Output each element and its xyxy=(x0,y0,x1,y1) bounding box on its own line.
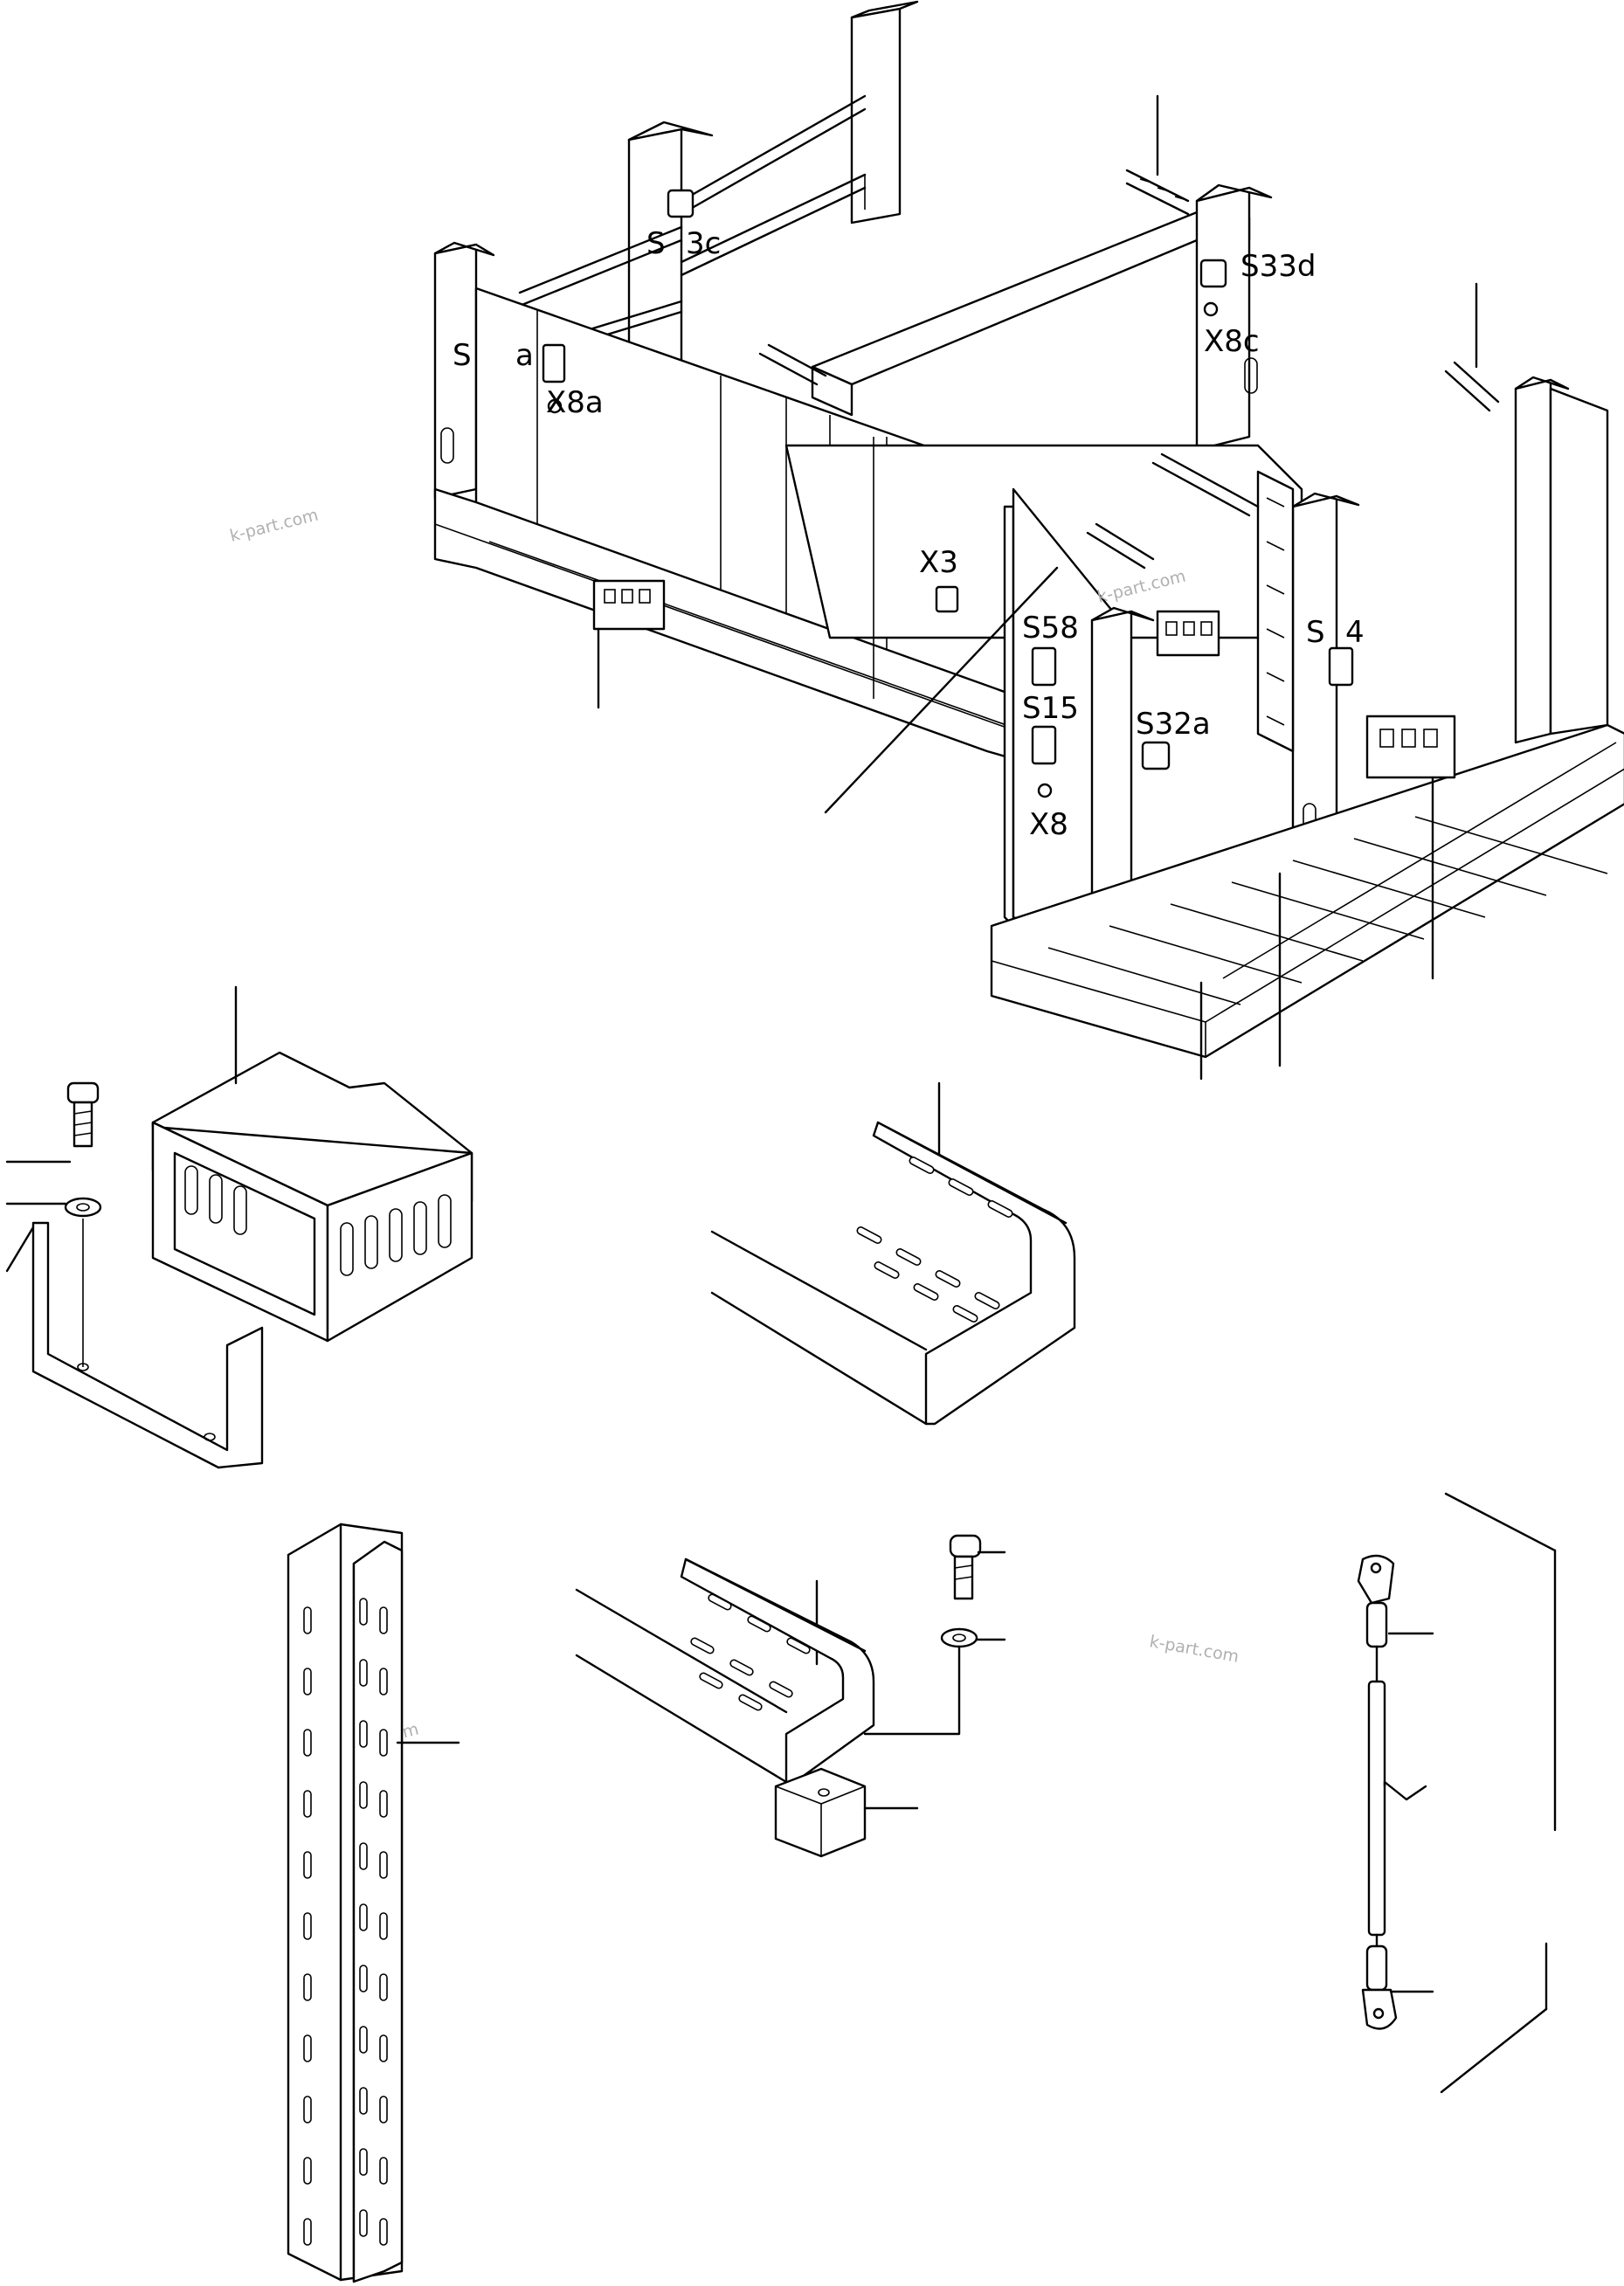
cable-bracket-center xyxy=(1086,522,1155,570)
bolt-icon xyxy=(66,1081,100,1104)
label-x8a: X8a xyxy=(546,385,604,420)
cable-lug-top xyxy=(1357,1554,1395,1605)
socket-x8 xyxy=(1037,783,1053,798)
cable-bracket-mid xyxy=(758,343,827,386)
socket-x8a xyxy=(547,398,563,414)
switch-s32a xyxy=(1141,741,1171,770)
switch-s33d xyxy=(1199,259,1227,288)
connector-block-mid xyxy=(1156,610,1220,657)
watermark: k-part.com xyxy=(228,505,321,545)
connector-block-right xyxy=(1365,715,1456,779)
label-x8: X8 xyxy=(1029,807,1068,842)
u-bracket xyxy=(31,1221,264,1469)
switch-s15 xyxy=(1031,725,1057,765)
label-s33d: S33d xyxy=(1240,249,1316,284)
ground-cable-assembly xyxy=(1357,1492,1557,2094)
mounting-hardware-left xyxy=(5,1081,264,1469)
cable-duct-box xyxy=(151,985,473,1343)
label-s4-letter: S xyxy=(1306,615,1325,650)
label-s32a: S32a xyxy=(1136,707,1211,742)
switch-s58 xyxy=(1031,646,1057,687)
switch-s3c xyxy=(667,189,695,218)
connector-block-left xyxy=(592,579,666,631)
cable-tray-channel xyxy=(710,1081,1076,1426)
tray-bracket-assembly xyxy=(575,1534,1006,1858)
label-s3c-letter: S xyxy=(646,226,666,261)
bolt-icon xyxy=(949,1534,982,1558)
watermark: k-part.com xyxy=(1148,1632,1240,1667)
label-s3c-number: 3c xyxy=(686,226,721,261)
mounting-block xyxy=(774,1767,867,1858)
cable-bracket-top-right xyxy=(1125,169,1190,216)
cable-bracket-far-right xyxy=(1444,361,1500,412)
label-s58: S58 xyxy=(1022,611,1079,646)
label-sa-letter: S xyxy=(453,338,472,373)
label-x8c: X8c xyxy=(1204,324,1260,359)
slotted-vertical-rail xyxy=(287,1523,460,2283)
switch-sa xyxy=(542,343,566,383)
label-s4-number: 4 xyxy=(1345,615,1365,650)
washer-icon xyxy=(940,1627,978,1648)
label-sa-suffix: a xyxy=(515,338,534,373)
frame-assembly xyxy=(433,0,1624,1081)
socket-x8c xyxy=(1203,301,1219,317)
cable-bracket-right xyxy=(1151,452,1260,517)
label-x3: X3 xyxy=(919,545,958,580)
switch-s4 xyxy=(1328,646,1354,687)
callout-labels: S 3c S33d X8c S a X8a X3 S58 S15 S32a X8… xyxy=(453,226,1365,842)
washer-icon xyxy=(64,1197,102,1218)
connector-x3 xyxy=(935,585,959,613)
label-s15: S15 xyxy=(1022,691,1079,726)
